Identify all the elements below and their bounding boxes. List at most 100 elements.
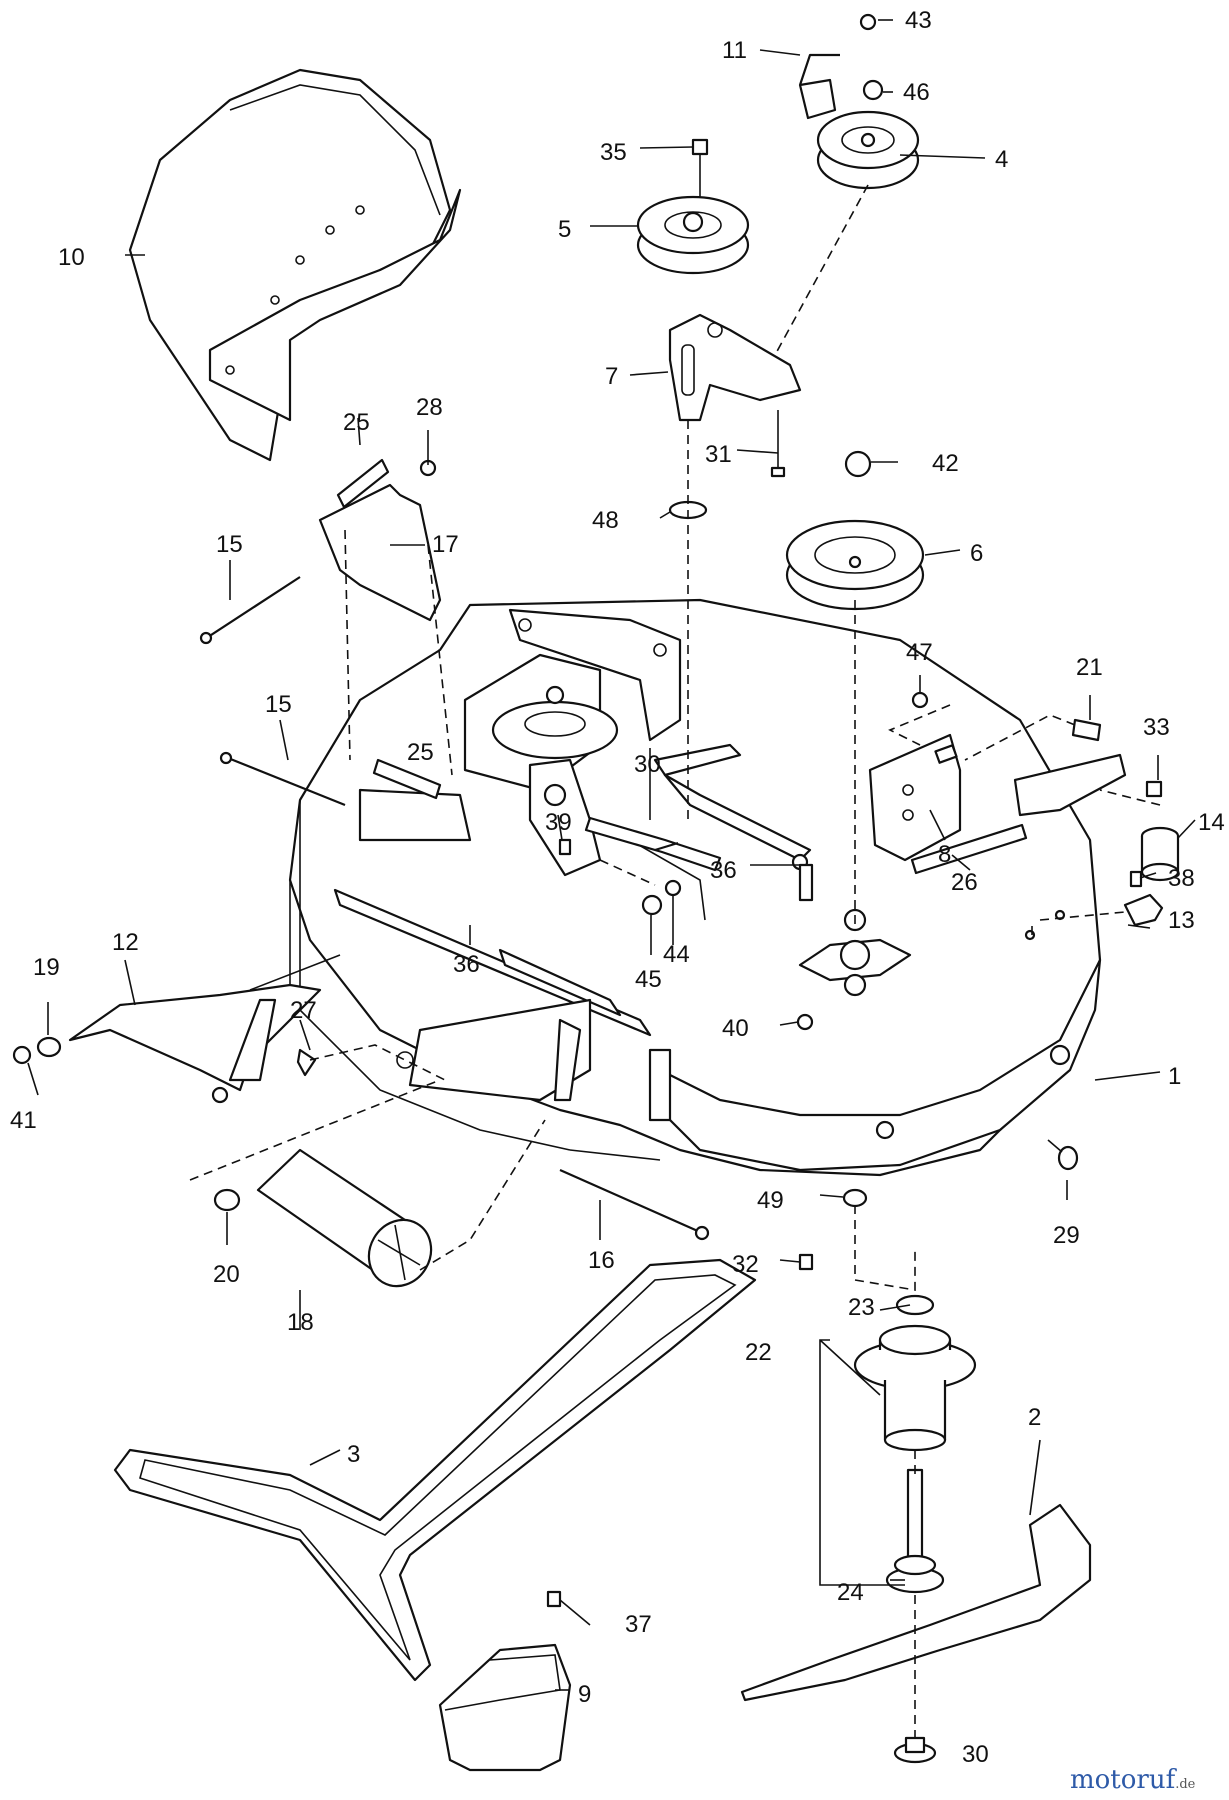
bolt-31 xyxy=(770,410,786,478)
nut-47 xyxy=(911,691,929,709)
watermark: motoruf.de xyxy=(1070,1765,1196,1795)
label-8: 8 xyxy=(938,841,951,868)
watermark-tld: .de xyxy=(1175,1777,1195,1792)
lift-arm-12 xyxy=(68,954,341,1104)
idler-pulley-5 xyxy=(636,195,750,275)
label-13: 13 xyxy=(1168,907,1195,934)
label-16: 16 xyxy=(588,1247,615,1274)
label-19: 19 xyxy=(33,954,60,981)
label-22: 22 xyxy=(745,1339,772,1366)
label-25b: 25 xyxy=(407,739,434,766)
label-42: 42 xyxy=(932,450,959,477)
leader-lines xyxy=(27,19,1196,1691)
idler-rod xyxy=(798,53,840,120)
label-32: 32 xyxy=(732,1251,759,1278)
label-21: 21 xyxy=(1076,654,1103,681)
bolt-39 xyxy=(558,838,572,856)
label-4: 4 xyxy=(995,146,1008,173)
label-18: 18 xyxy=(287,1309,314,1336)
label-31: 31 xyxy=(705,441,732,468)
label-20: 20 xyxy=(213,1261,240,1288)
bracket-13 xyxy=(1123,893,1164,927)
bracket-17 xyxy=(318,483,442,622)
roller-18 xyxy=(256,1148,433,1288)
nut-44 xyxy=(664,879,682,897)
label-37: 37 xyxy=(625,1611,652,1638)
bolt-33 xyxy=(1145,780,1163,798)
label-26: 26 xyxy=(951,869,978,896)
assembly-lines xyxy=(189,184,1161,1740)
label-29: 29 xyxy=(1053,1222,1080,1249)
bolt-30-bottom xyxy=(893,1736,937,1764)
rod-16 xyxy=(559,1168,710,1241)
label-30a: 30 xyxy=(634,751,661,778)
nut-46 xyxy=(862,79,884,101)
label-33: 33 xyxy=(1143,714,1170,741)
nut-41 xyxy=(12,1045,32,1065)
washer-19 xyxy=(36,1036,62,1058)
mower-deck xyxy=(288,598,1102,1177)
label-17: 17 xyxy=(432,531,459,558)
nut-40 xyxy=(796,1013,814,1031)
label-10: 10 xyxy=(58,244,85,271)
rod-15-upper xyxy=(199,576,301,645)
bolt-35 xyxy=(691,138,709,200)
label-5: 5 xyxy=(558,216,571,243)
pin-21 xyxy=(1071,718,1102,742)
spindle-housing-22 xyxy=(853,1324,977,1452)
bolt-29 xyxy=(1047,1139,1079,1171)
blade-2 xyxy=(740,1503,1092,1702)
pulley-6 xyxy=(785,519,925,611)
idler-arm xyxy=(668,313,802,422)
part-number-labels: 1 2 3 4 5 6 7 8 9 10 11 12 13 14 15 15 1… xyxy=(10,7,1225,1768)
nut-43 xyxy=(859,13,877,31)
bolt-32 xyxy=(798,1253,814,1271)
label-47: 47 xyxy=(906,639,933,666)
drive-belt xyxy=(113,1258,757,1682)
label-15a: 15 xyxy=(216,531,243,558)
label-15b: 15 xyxy=(265,691,292,718)
label-6: 6 xyxy=(970,540,983,567)
label-28: 28 xyxy=(416,394,443,421)
link-30 xyxy=(584,816,722,872)
label-43: 43 xyxy=(905,7,932,34)
washer-49 xyxy=(842,1188,868,1208)
label-40: 40 xyxy=(722,1015,749,1042)
label-24: 24 xyxy=(837,1579,864,1606)
label-38: 38 xyxy=(1168,865,1195,892)
label-46: 46 xyxy=(903,79,930,106)
label-39: 39 xyxy=(545,809,572,836)
rod-15-lower xyxy=(219,751,346,807)
label-25a: 25 xyxy=(343,409,370,436)
label-9: 9 xyxy=(578,1681,591,1708)
label-14: 14 xyxy=(1198,809,1225,836)
nut-45 xyxy=(641,894,663,916)
clevis-36 xyxy=(798,863,814,902)
watermark-name: motoruf xyxy=(1070,1765,1178,1795)
spring-25-upper xyxy=(336,458,390,509)
label-23: 23 xyxy=(848,1294,875,1321)
spindle-shaft-24 xyxy=(885,1468,945,1594)
clip-27 xyxy=(296,1048,317,1077)
label-3: 3 xyxy=(347,1441,360,1468)
label-27: 27 xyxy=(290,997,317,1024)
label-49: 49 xyxy=(757,1187,784,1214)
label-36a: 36 xyxy=(710,857,737,884)
label-1: 1 xyxy=(1168,1063,1181,1090)
label-44: 44 xyxy=(663,941,690,968)
grass-deflector xyxy=(128,68,462,462)
label-35: 35 xyxy=(600,139,627,166)
label-11: 11 xyxy=(722,37,747,64)
label-30b: 30 xyxy=(962,1741,989,1768)
idler-pulley-4 xyxy=(816,110,920,190)
label-45: 45 xyxy=(635,966,662,993)
label-36b: 36 xyxy=(453,951,480,978)
washer-20 xyxy=(213,1188,241,1212)
label-12: 12 xyxy=(112,929,139,956)
label-7: 7 xyxy=(605,363,618,390)
bearing-23 xyxy=(895,1294,935,1316)
nut-42 xyxy=(844,450,872,478)
label-41: 41 xyxy=(10,1107,37,1134)
label-48: 48 xyxy=(592,507,619,534)
